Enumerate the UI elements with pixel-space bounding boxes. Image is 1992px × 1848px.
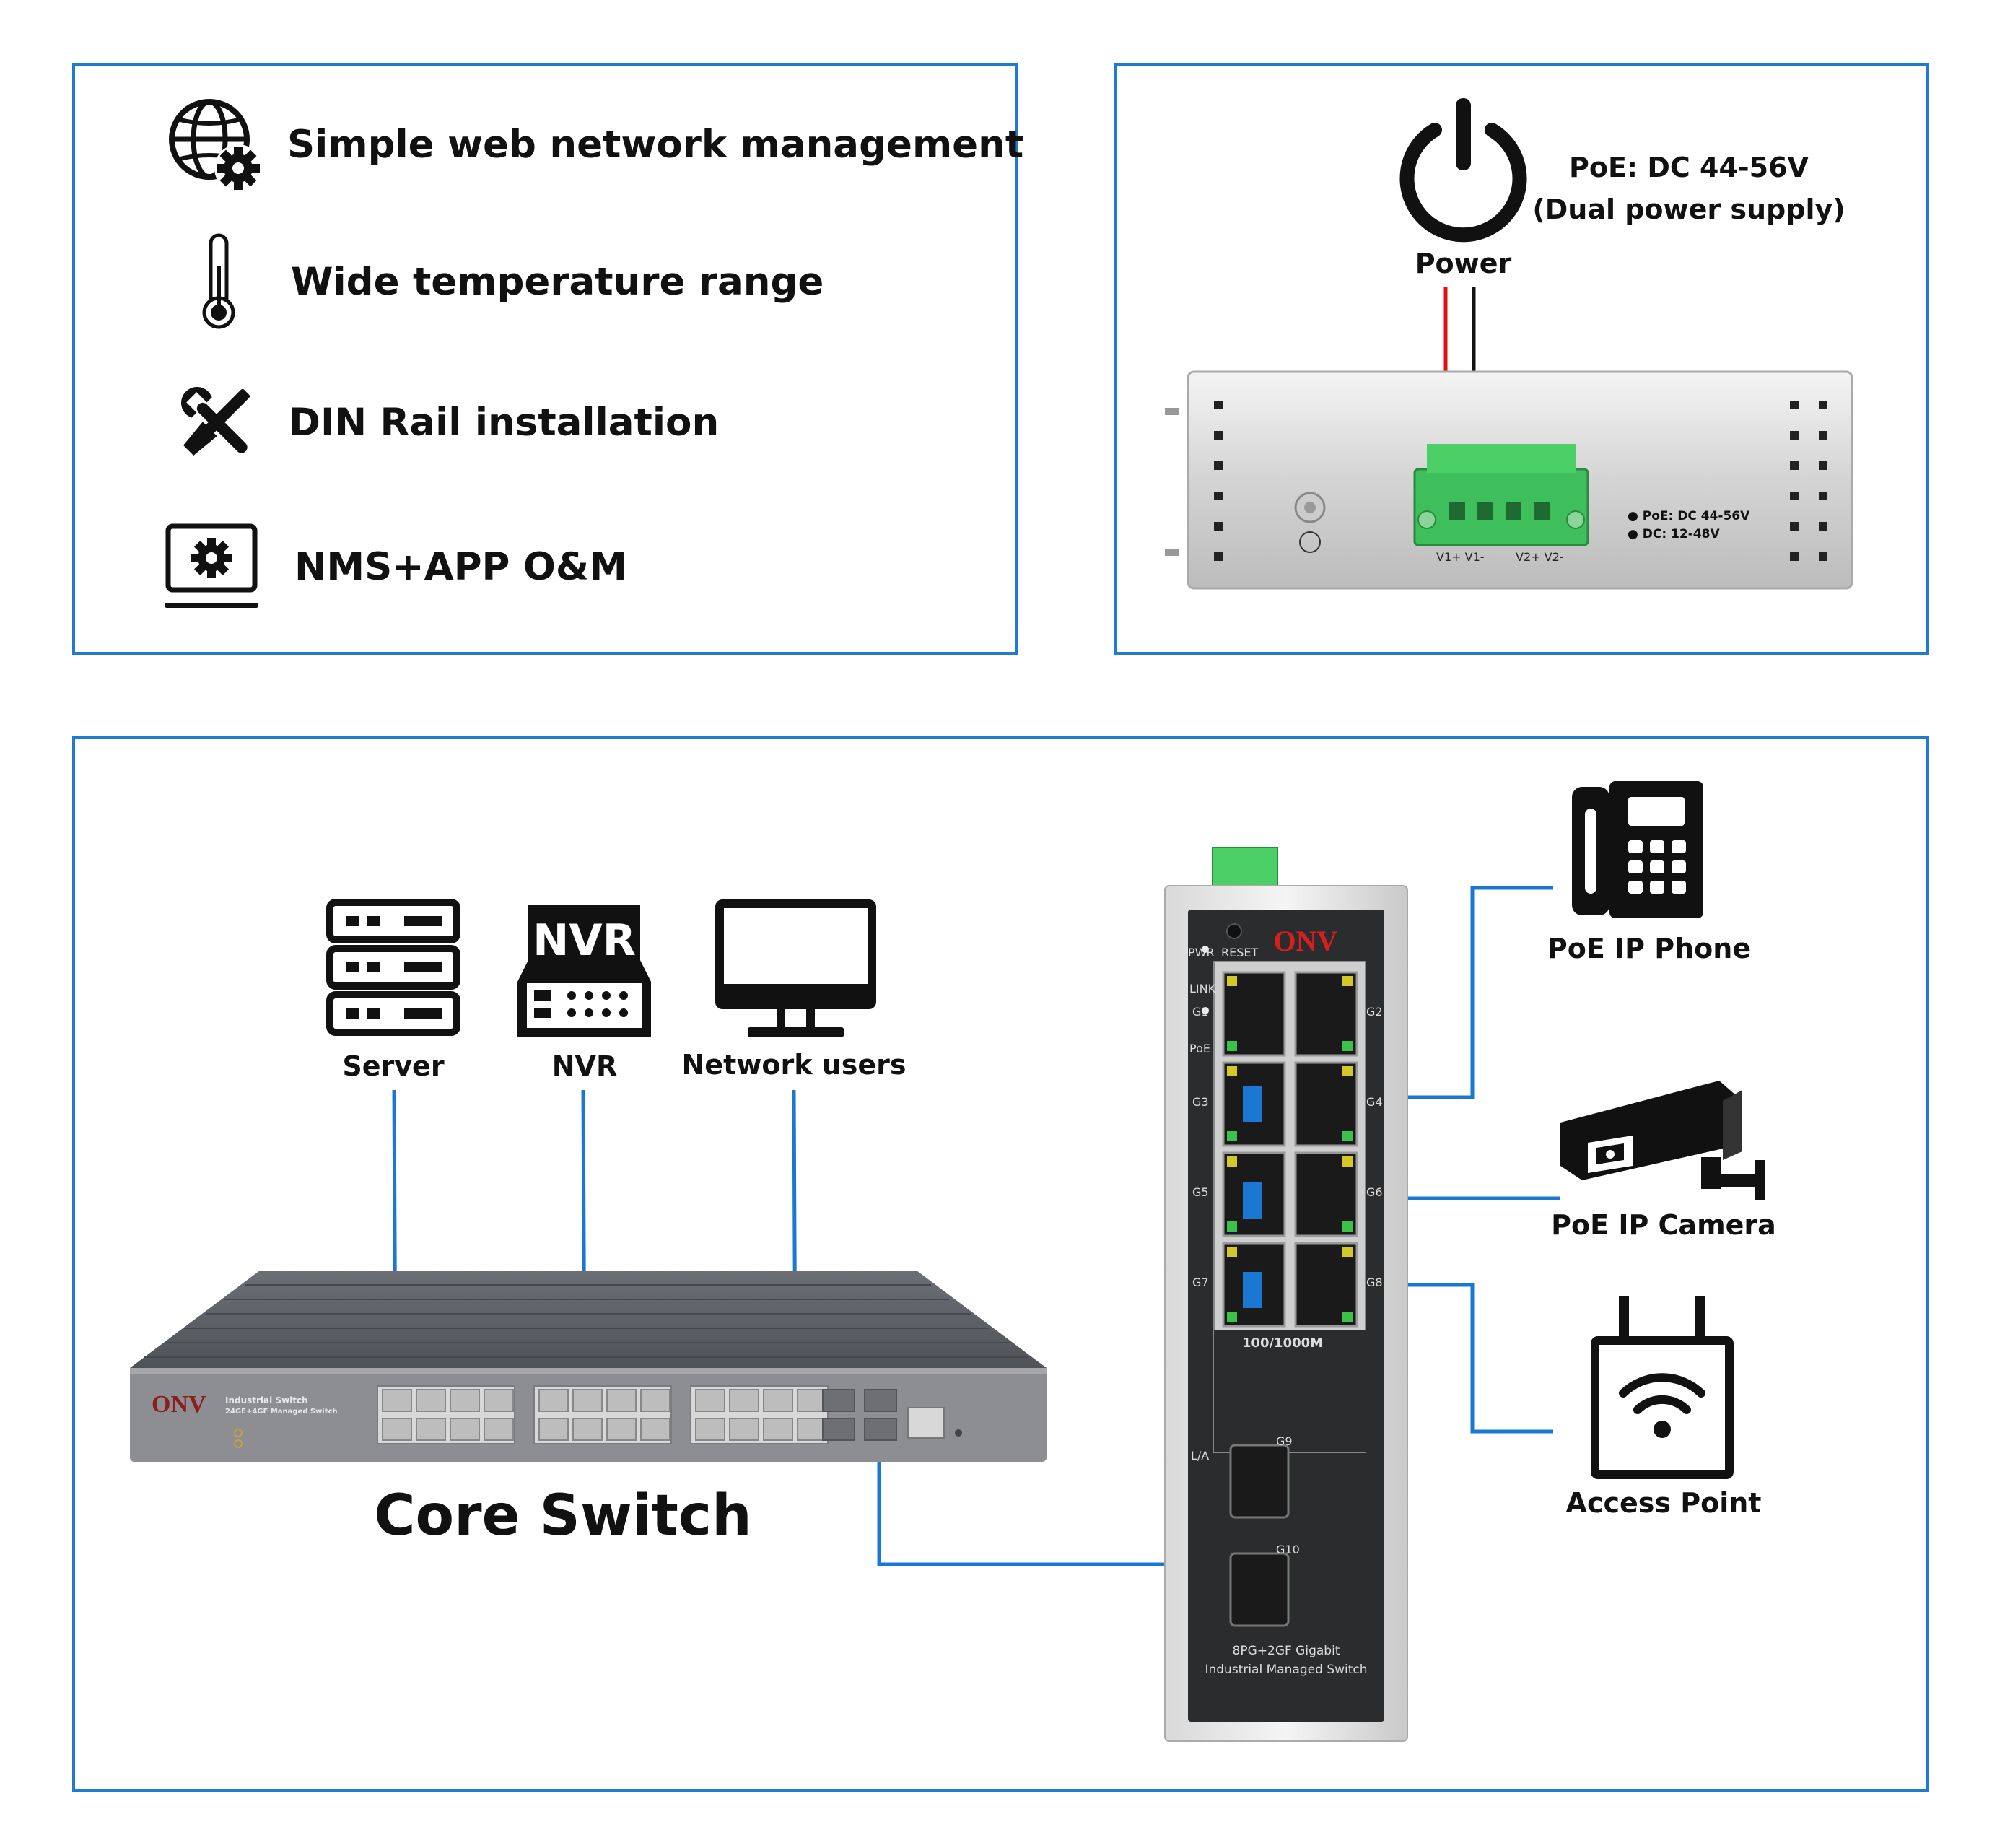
- ip-phone-label: PoE IP Phone: [1547, 933, 1752, 964]
- reset-label: RESET: [1221, 946, 1259, 959]
- side-spec-dc: ● DC: 12-48V: [1628, 527, 1720, 541]
- power-icon: [1399, 98, 1527, 243]
- port-g6-label: G6: [1366, 1185, 1383, 1199]
- globe-gear-icon: [169, 99, 262, 192]
- port-g4-label: G4: [1366, 1095, 1383, 1109]
- switch-desc-line2: Industrial Managed Switch: [1205, 1662, 1368, 1677]
- core-switch-brand: ONV: [152, 1391, 206, 1418]
- monitor-icon: [715, 899, 876, 1037]
- wrench-screwdriver-icon: [181, 387, 250, 456]
- feature-web-management: Simple web network management: [287, 123, 1024, 167]
- sfp-la-label: L/A: [1191, 1449, 1210, 1463]
- access-point-label: Access Point: [1565, 1487, 1762, 1519]
- power-spec-voltage: PoE: DC 44-56V: [1569, 152, 1809, 183]
- side-spec-poe: ● PoE: DC 44-56V: [1628, 509, 1750, 523]
- core-switch-label: Core Switch: [374, 1483, 752, 1548]
- nvr-label: NVR: [551, 1050, 618, 1082]
- poe-label: PoE: [1189, 1042, 1210, 1055]
- thermometer-icon: [202, 233, 235, 329]
- core-switch-model1: Industrial Switch: [225, 1395, 308, 1405]
- laptop-gear-icon: [165, 523, 258, 608]
- speed-label: 100/1000M: [1241, 1335, 1324, 1351]
- ip-camera-icon: [1560, 1081, 1765, 1200]
- port-g5-label: G5: [1192, 1185, 1209, 1199]
- network-users-label: Network users: [681, 1049, 907, 1081]
- link-label: LINK: [1189, 982, 1216, 995]
- ip-camera-label: PoE IP Camera: [1551, 1209, 1776, 1241]
- industrial-switch: [1164, 847, 1408, 1742]
- port-g8-label: G8: [1366, 1276, 1383, 1289]
- pwr-indicator-label: PWR: [1188, 946, 1215, 959]
- nvr-badge: NVR: [533, 915, 636, 966]
- core-switch: [130, 1270, 1047, 1462]
- terminal-label-v1: V1+ V1-: [1436, 550, 1485, 564]
- server-icon: [326, 899, 460, 1036]
- server-label: Server: [342, 1050, 445, 1082]
- sfp-g10-label: G10: [1276, 1543, 1300, 1556]
- port-g3-label: G3: [1192, 1095, 1209, 1109]
- feature-nms-app: NMS+APP O&M: [294, 545, 627, 589]
- terminal-label-v2: V2+ V2-: [1516, 550, 1564, 564]
- core-switch-model2: 24GE+4GF Managed Switch: [225, 1408, 338, 1416]
- switch-side-view: [1165, 370, 1853, 590]
- sfp-g9-label: G9: [1276, 1434, 1293, 1448]
- industrial-switch-brand: ONV: [1273, 925, 1338, 957]
- switch-desc-line1: 8PG+2GF Gigabit: [1232, 1644, 1340, 1658]
- port-g2-label: G2: [1366, 1005, 1383, 1019]
- ip-phone-icon: [1572, 781, 1703, 918]
- power-label: Power: [1415, 248, 1512, 279]
- port-g7-label: G7: [1192, 1276, 1209, 1289]
- power-spec-dual: (Dual power supply): [1532, 193, 1845, 225]
- feature-wide-temperature: Wide temperature range: [291, 260, 824, 304]
- access-point-icon: [1591, 1296, 1734, 1479]
- nvr-icon: [517, 905, 651, 1037]
- feature-din-rail: DIN Rail installation: [289, 401, 720, 445]
- port-g1-label: G1: [1192, 1005, 1209, 1019]
